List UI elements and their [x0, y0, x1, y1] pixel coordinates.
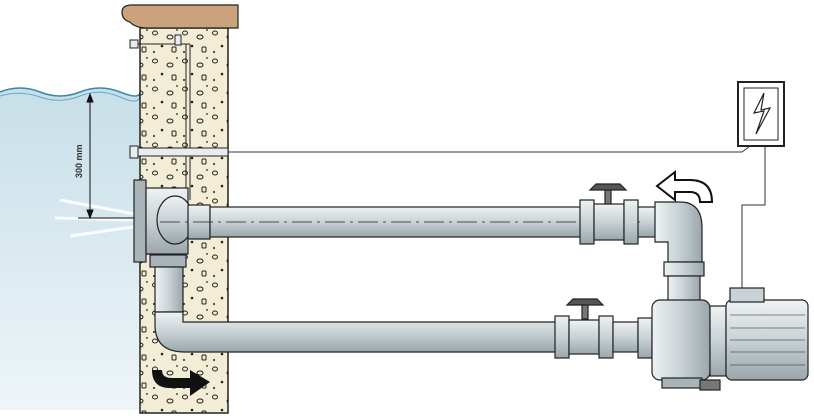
pool-water: [0, 87, 141, 410]
suction-pipe: [149, 254, 561, 353]
depth-dimension: [78, 92, 135, 220]
jet-spray: [54, 198, 141, 238]
return-flow-arrow-icon: [655, 169, 714, 203]
return-valve[interactable]: [579, 183, 639, 245]
coping-stone: [121, 4, 239, 29]
electrical-cable: [228, 145, 766, 290]
suction-flow-arrow-icon: [152, 370, 210, 396]
lightning-icon: [752, 92, 772, 135]
control-box: [737, 81, 785, 147]
depth-label: 300 mm: [74, 144, 84, 178]
pump: [637, 287, 809, 391]
suction-valve[interactable]: [554, 298, 639, 359]
level-sensor: [129, 34, 229, 200]
